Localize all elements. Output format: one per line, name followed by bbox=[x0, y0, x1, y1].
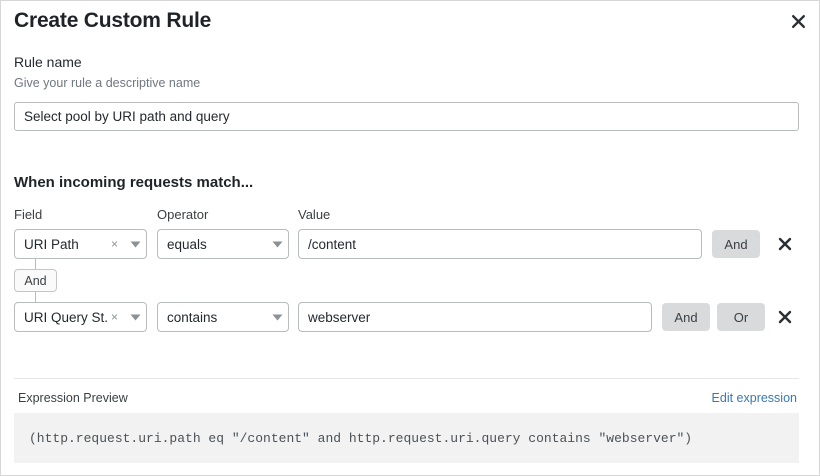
field-select-1-clear-icon[interactable]: × bbox=[110, 237, 118, 251]
delete-row-1-icon[interactable] bbox=[771, 230, 799, 258]
chevron-down-icon[interactable] bbox=[266, 241, 288, 248]
chevron-down-icon[interactable] bbox=[266, 314, 288, 321]
conditions-heading: When incoming requests match... bbox=[14, 174, 254, 191]
chevron-down-icon[interactable] bbox=[124, 241, 146, 248]
field-select-2[interactable]: URI Query St... × bbox=[14, 302, 147, 332]
operator-select-2-value: contains bbox=[167, 309, 218, 325]
condition-row: URI Query St... × contains And Or bbox=[1, 302, 820, 332]
column-header-operator: Operator bbox=[157, 207, 209, 222]
expression-preview-box: (http.request.uri.path eq "/content" and… bbox=[14, 413, 799, 463]
expression-divider bbox=[14, 378, 799, 379]
rule-name-input[interactable] bbox=[14, 102, 799, 131]
field-select-1-value: URI Path bbox=[24, 236, 79, 252]
rule-name-label: Rule name bbox=[14, 54, 82, 70]
close-icon[interactable] bbox=[785, 8, 811, 34]
close-glyph bbox=[791, 14, 805, 28]
expression-preview-label: Expression Preview bbox=[18, 391, 128, 405]
and-button-row-2[interactable]: And bbox=[662, 303, 710, 331]
value-input-2[interactable] bbox=[298, 302, 652, 332]
field-select-2-value: URI Query St... bbox=[24, 309, 109, 325]
connector-line-top bbox=[35, 259, 36, 269]
operator-select-2[interactable]: contains bbox=[157, 302, 289, 332]
delete-row-2-icon[interactable] bbox=[771, 303, 799, 331]
expression-preview-code: (http.request.uri.path eq "/content" and… bbox=[29, 430, 693, 446]
close-glyph bbox=[778, 310, 792, 324]
dialog-title: Create Custom Rule bbox=[14, 9, 212, 32]
field-select-2-clear-icon[interactable]: × bbox=[110, 310, 118, 324]
logic-connector-and: And bbox=[14, 259, 60, 303]
operator-select-1[interactable]: equals bbox=[157, 229, 289, 259]
field-select-1[interactable]: URI Path × bbox=[14, 229, 147, 259]
value-input-1[interactable] bbox=[298, 229, 702, 259]
connector-and-chip[interactable]: And bbox=[14, 269, 57, 292]
and-button-row-1[interactable]: And bbox=[712, 230, 760, 258]
operator-select-1-value: equals bbox=[167, 236, 207, 252]
edit-expression-link[interactable]: Edit expression bbox=[711, 391, 797, 405]
rule-name-help: Give your rule a descriptive name bbox=[14, 76, 201, 90]
column-header-field: Field bbox=[14, 207, 43, 222]
connector-line-bottom bbox=[35, 292, 36, 303]
condition-row: URI Path × equals And bbox=[1, 229, 820, 259]
chevron-down-icon[interactable] bbox=[124, 314, 146, 321]
column-header-value: Value bbox=[298, 207, 331, 222]
close-glyph bbox=[778, 237, 792, 251]
or-button-row-2[interactable]: Or bbox=[717, 303, 765, 331]
